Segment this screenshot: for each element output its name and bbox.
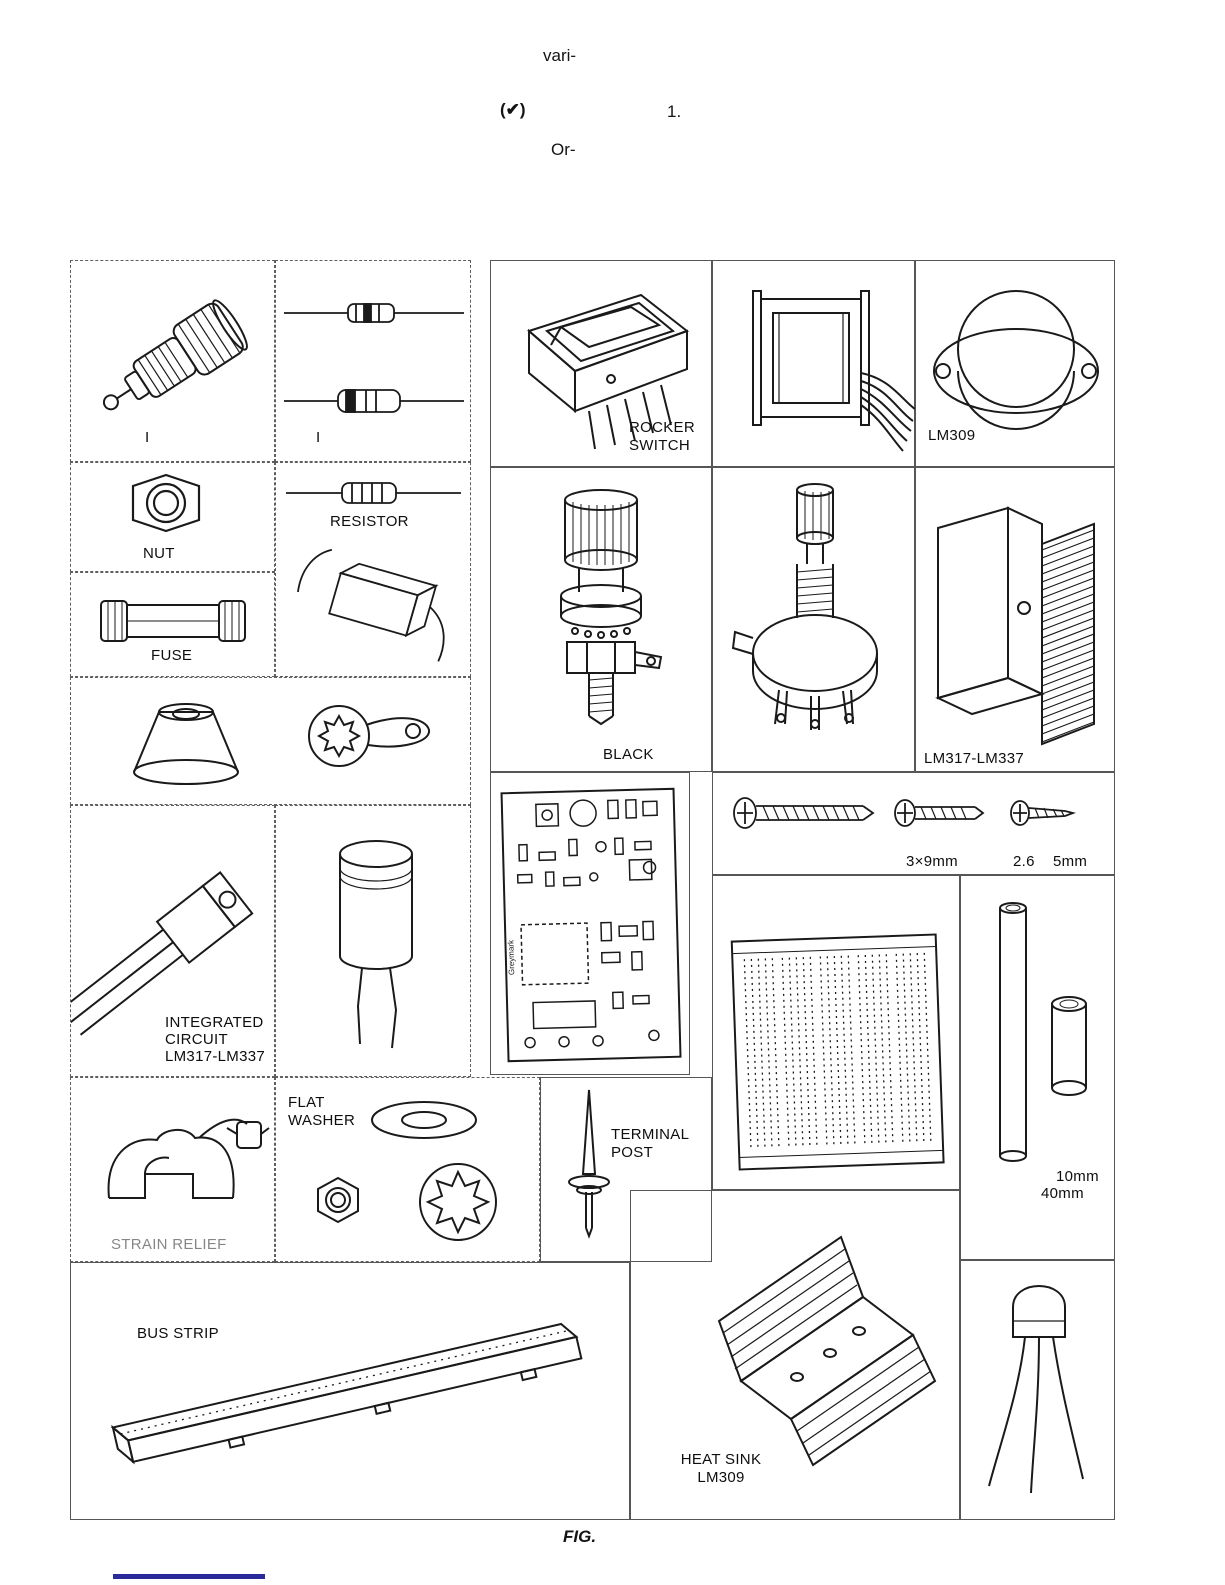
strain-relief-label: STRAIN RELIEF [111,1236,227,1253]
cell-connector: I [70,260,275,462]
connector-mark: I [145,429,150,446]
nut-label: NUT [143,545,175,562]
underline-mark [113,1574,265,1579]
resistor-mark: I [316,429,321,446]
strain-relief-drawing [107,1118,270,1199]
screws-drawing [733,797,1077,829]
screw-size2-label: 2.6 [1013,853,1035,870]
binding-post-label: BLACK [603,746,654,763]
cell-channel-heatsink: LM317-LM337 [915,467,1115,772]
screw-size1-label: 3×9mm [906,853,958,870]
cell-resistor: RESISTOR [275,462,471,677]
capacitor-drawing [339,840,413,1049]
resistor-label: RESISTOR [330,513,409,530]
integrated-circuit-drawing [71,871,254,1036]
cell-rocker-switch: ROCKER SWITCH [490,260,712,467]
tubing-size-small-label: 10mm [1056,1168,1099,1185]
cell-transformer [712,260,916,467]
tubing-drawing [999,902,1087,1162]
nut-drawing [131,473,201,533]
cell-tubing: 10mm 40mm [960,875,1115,1260]
tubing-size-large-label: 40mm [1041,1185,1084,1202]
cell-foot-and-lug [70,677,471,805]
figure-caption: FIG. [563,1527,597,1546]
checkmark-text: (✔) [500,100,526,119]
cable-connector-drawing [102,299,248,411]
cell-capacitor [275,805,471,1077]
transformer-drawing [752,290,916,452]
potentiometer-drawing [731,483,878,730]
cell-integrated-circuit: INTEGRATED CIRCUIT LM317-LM337 [70,805,275,1077]
terminal-post-label: TERMINAL POST [611,1126,690,1161]
cell-lm309: LM309 [915,260,1115,467]
binding-post-drawing [560,489,663,726]
lm309-label: LM309 [928,427,976,444]
cell-binding-post: BLACK [490,467,712,772]
lm309-to3-drawing [933,290,1099,430]
rubber-foot-and-lug-drawing [133,703,430,785]
rocker-switch-drawing [527,293,690,450]
cell-bus-strip: BUS STRIP [70,1262,630,1520]
resistor-drawing [286,482,461,662]
pcb-brand-text: Greymark [506,939,516,975]
cell-washers: FLAT WASHER [275,1077,540,1262]
cell-screws: 3×9mm 2.6 5mm [712,772,1115,875]
channel-heatsink-label: LM317-LM337 [924,750,1025,767]
cell-nut: NUT [70,462,275,572]
transistor-drawing [988,1285,1084,1494]
bus-strip-label: BUS STRIP [137,1325,219,1342]
cell-axial-components: I [275,260,471,462]
axial-resistors-drawing [284,303,464,413]
cell-strain-relief: STRAIN RELIEF [70,1077,275,1262]
terminal-post-drawing [568,1089,610,1239]
intro-text-or: Or- [551,140,576,159]
cell-breadboard [712,875,960,1190]
fuse-drawing [100,600,246,642]
cell-heat-sink-lm309: HEAT SINK LM309 [630,1190,960,1520]
flat-washer-label: FLAT WASHER [288,1094,356,1129]
rocker-switch-label: ROCKER SWITCH [629,419,695,454]
cell-terminal-post: TERMINAL POST [540,1077,712,1262]
heat-sink-lm309-drawing [717,1235,937,1467]
pcb-drawing: Greymark [500,787,682,1063]
fuse-label: FUSE [151,647,193,664]
breadboard-drawing [730,933,945,1171]
intro-text-vari: vari- [543,46,577,65]
item-number-text: 1. [667,102,682,121]
cell-transistor [960,1260,1115,1520]
cell-potentiometer [712,467,915,772]
screw-size3-label: 5mm [1053,853,1088,870]
washers-drawing [317,1101,497,1241]
integrated-circuit-label: INTEGRATED CIRCUIT LM317-LM337 [165,1014,266,1065]
channel-heatsink-drawing [935,506,1095,746]
cell-fuse: FUSE [70,572,275,677]
bus-strip-drawing [110,1322,583,1465]
cell-pcb: Greymark [490,772,690,1075]
heat-sink-lm309-label: HEAT SINK LM309 [680,1451,762,1486]
